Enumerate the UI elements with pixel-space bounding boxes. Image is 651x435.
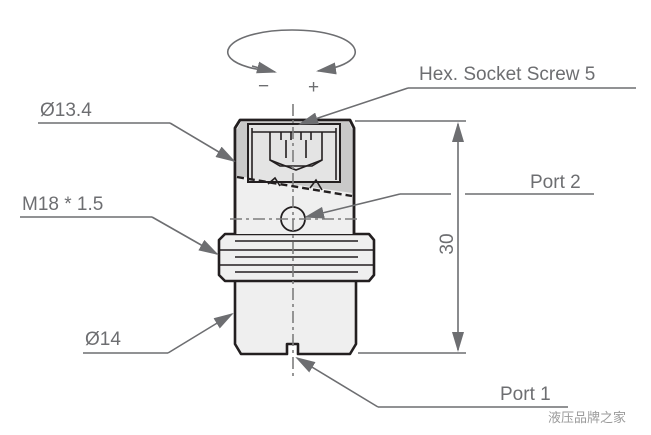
hex-screw-head — [269, 132, 323, 167]
callout-port2: Port 2 — [304, 172, 594, 219]
label-thread: M18 * 1.5 — [22, 194, 103, 215]
lower-body — [233, 278, 358, 356]
callout-diameter-bottom: Ø14 — [83, 312, 234, 354]
valve-body — [217, 104, 376, 380]
rotation-indicator: − + — [227, 29, 356, 98]
label-hex-socket: Hex. Socket Screw 5 — [419, 64, 595, 85]
watermark: 液压品牌之家 — [548, 410, 626, 426]
height-dimension-value: 30 — [437, 233, 458, 254]
callout-hex-socket: Hex. Socket Screw 5 — [298, 64, 636, 125]
rotation-arc-icon — [227, 29, 356, 75]
callout-port1: Port 1 — [295, 356, 568, 408]
label-diameter-bottom: Ø14 — [85, 329, 121, 350]
height-dimension: 30 — [355, 120, 466, 354]
rotation-plus-label: + — [308, 77, 319, 98]
label-diameter-top: Ø13.4 — [40, 100, 92, 121]
callout-diameter-top: Ø13.4 — [38, 100, 236, 163]
screw-cavity — [247, 123, 341, 183]
rotation-minus-label: − — [258, 76, 269, 97]
label-port1: Port 1 — [500, 384, 551, 405]
label-port2: Port 2 — [530, 172, 581, 193]
callout-thread: M18 * 1.5 — [20, 194, 219, 255]
